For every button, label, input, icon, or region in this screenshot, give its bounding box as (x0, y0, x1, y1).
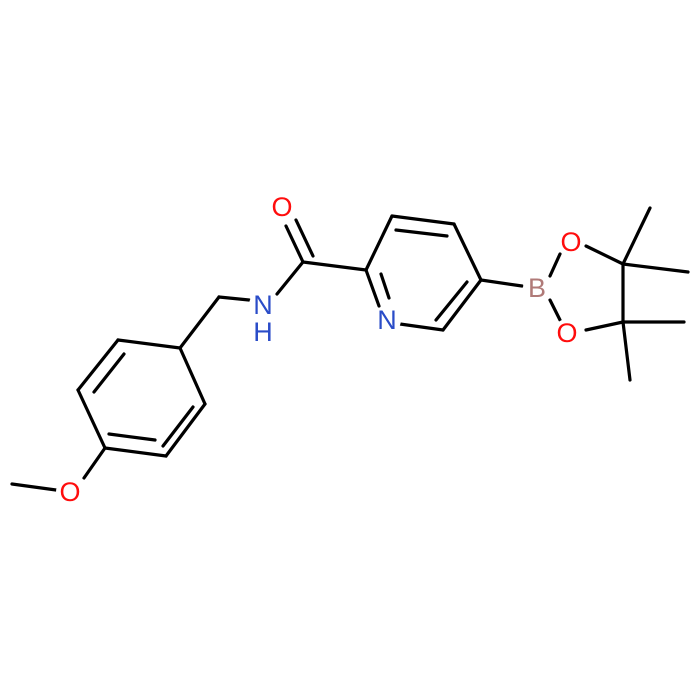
atom-o-boronate-top: O (557, 227, 585, 257)
bond-methyl-o (10, 482, 58, 492)
bond-benzene-inner-a (92, 352, 126, 394)
atom-b: B (523, 273, 551, 303)
atom-label-o-boronate-bottom: O (556, 318, 577, 348)
bond-benzene-inner-b (161, 405, 195, 448)
atom-label-n-pyridine: N (377, 305, 397, 335)
atom-o-boronate-bottom: O (553, 318, 581, 348)
bond-methyl-2 (621, 262, 690, 274)
atom-n-pyridine: N (373, 305, 401, 335)
bond-carbonyl-pyridine (301, 260, 368, 272)
atom-o-methoxy: O (56, 477, 84, 507)
bond-o-top-c (584, 244, 625, 266)
bond-n-carbonyl (275, 260, 305, 296)
bond-benzene-inner-c (107, 432, 157, 442)
bond-pyridine-b (479, 278, 524, 288)
atom-o-carbonyl: O (268, 192, 296, 222)
bond-b-o-bottom (548, 298, 562, 322)
bond-benzene-2 (76, 338, 120, 392)
bond-carbonyl-o-b (294, 218, 315, 258)
atom-n-amide: N H (249, 290, 277, 347)
bond-benzene-1 (76, 388, 107, 450)
bond-pyridine-6 (364, 268, 381, 308)
atom-label-o-methoxy: O (59, 477, 80, 507)
bond-methyl-4 (621, 320, 632, 382)
bond-benzene-3 (116, 338, 182, 350)
bond-pyridine-5 (398, 322, 445, 332)
bond-methyl-1 (621, 206, 652, 266)
atom-label-o-carbonyl: O (271, 192, 292, 222)
atom-label-b: B (528, 273, 546, 303)
bond-benzene-5 (164, 402, 207, 458)
bonds (10, 206, 690, 492)
bond-pyridine-inner-a (394, 228, 449, 238)
bond-benzene-6 (103, 446, 168, 458)
bond-carbonyl-o-a (284, 224, 305, 264)
bond-aryl-ch2 (178, 295, 221, 350)
atom-label-n-amide: N (253, 290, 273, 320)
atoms: O N H N B O O O (56, 192, 585, 507)
bond-pyridine-4 (441, 278, 483, 332)
bond-b-o-top (548, 252, 562, 278)
bond-pyridine-3 (452, 222, 483, 282)
bond-ch2-n (217, 295, 251, 302)
atom-label-h-amide: H (253, 317, 273, 347)
bond-benzene-4 (178, 346, 207, 406)
bond-pyridine-2 (390, 214, 456, 226)
atom-label-o-boronate-top: O (560, 227, 581, 257)
bond-o-aryl (82, 446, 107, 480)
bond-pyridine-1 (364, 214, 394, 272)
bond-o-bottom-c (584, 320, 625, 332)
bond-pyridine-inner-b (434, 280, 469, 322)
bond-pyridine-inner-c (379, 272, 391, 300)
